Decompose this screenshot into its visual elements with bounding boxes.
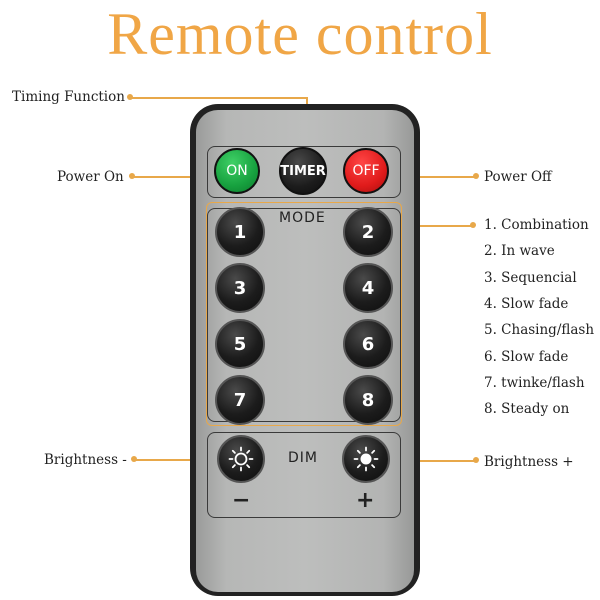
mode-description-item: 3. Sequencial <box>484 269 577 286</box>
dim-plus-button[interactable] <box>342 435 390 483</box>
mode-description-item: 6. Slow fade <box>484 348 569 365</box>
mode-button-2[interactable]: 2 <box>343 207 393 257</box>
sun-filled-icon <box>353 446 379 472</box>
leader-line <box>402 225 474 227</box>
page-title: Remote control <box>107 1 493 67</box>
leader-dot <box>129 173 135 179</box>
callout-brightness-plus: Brightness + <box>484 454 574 470</box>
minus-sign: − <box>232 488 251 513</box>
callout-power-off: Power Off <box>484 169 552 185</box>
dim-panel <box>207 432 401 518</box>
mode-button-8[interactable]: 8 <box>343 375 393 425</box>
sun-outline-icon <box>228 446 254 472</box>
dim-minus-button[interactable] <box>217 435 265 483</box>
mode-label: MODE <box>279 210 326 226</box>
leader-dot <box>470 222 476 228</box>
leader-line <box>380 176 477 178</box>
leader-line <box>134 459 226 461</box>
leader-line <box>374 460 477 462</box>
plus-sign: + <box>356 488 375 513</box>
mode-description-item: 8. Steady on <box>484 401 570 418</box>
leader-line <box>130 97 307 99</box>
mode-description-item: 2. In wave <box>484 243 555 260</box>
mode-highlight-box <box>206 202 402 426</box>
mode-description-item: 7. twinke/flash <box>484 374 585 391</box>
mode-description-item: 5. Chasing/flash <box>484 322 595 339</box>
leader-dot <box>473 457 479 463</box>
mode-description-item: 1. Combination <box>484 217 589 233</box>
remote-control-body: ON TIMER OFF MODE 1 2 3 4 5 6 7 8 DIM <box>190 104 420 596</box>
dim-label: DIM <box>288 450 318 466</box>
callout-brightness-minus: Brightness - <box>44 452 127 468</box>
mode-button-6[interactable]: 6 <box>343 319 393 369</box>
mode-description-item: 4. Slow fade <box>484 295 569 312</box>
leader-dot <box>127 94 133 100</box>
leader-dot <box>473 173 479 179</box>
leader-dot <box>131 456 137 462</box>
on-button[interactable]: ON <box>214 148 260 194</box>
mode-button-7[interactable]: 7 <box>215 375 265 425</box>
power-panel <box>207 146 401 198</box>
leader-line <box>132 176 226 178</box>
off-button[interactable]: OFF <box>343 148 389 194</box>
callout-power-on: Power On <box>57 169 124 185</box>
mode-button-4[interactable]: 4 <box>343 263 393 313</box>
mode-button-5[interactable]: 5 <box>215 319 265 369</box>
mode-button-1[interactable]: 1 <box>215 207 265 257</box>
callout-timing-function: Timing Function <box>12 89 125 105</box>
timer-button[interactable]: TIMER <box>279 147 327 195</box>
mode-button-3[interactable]: 3 <box>215 263 265 313</box>
mode-panel <box>207 208 401 422</box>
